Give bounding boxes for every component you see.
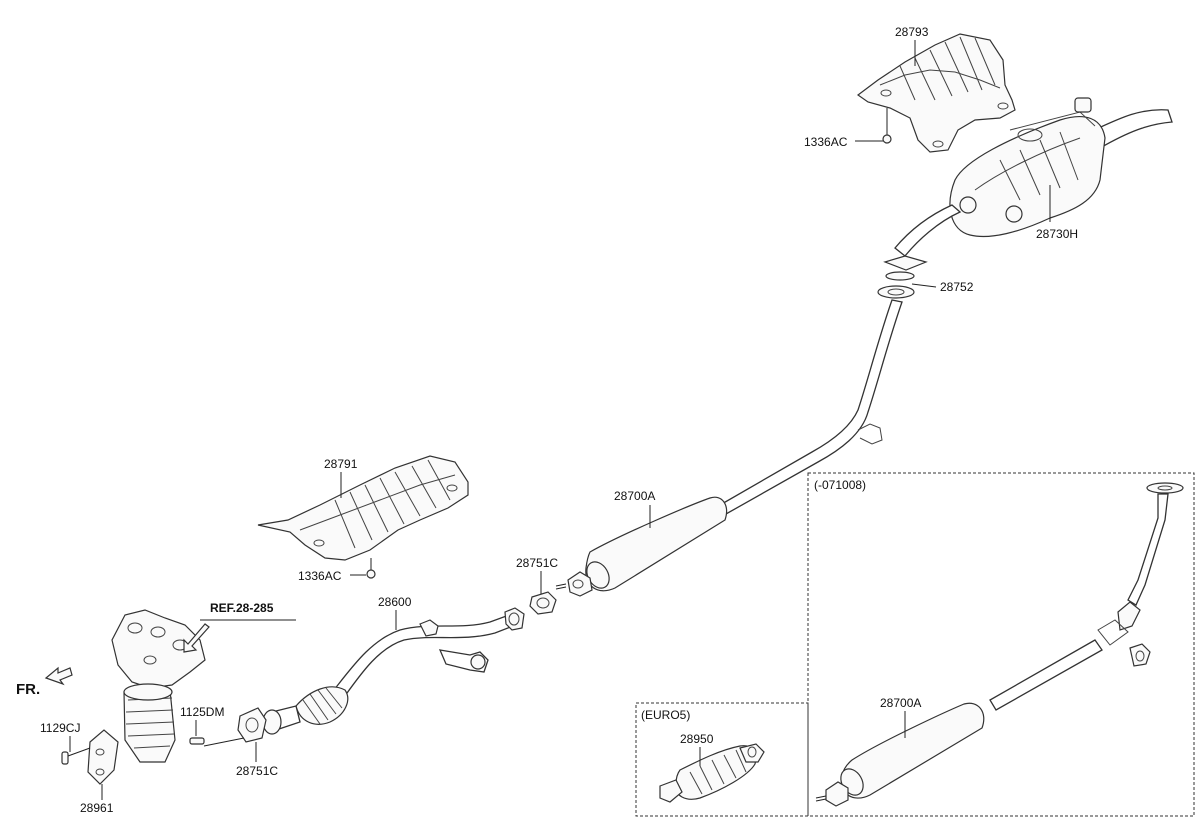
label-28752: 28752 [940,280,974,294]
heat-shield-28791 [257,455,469,561]
label-28791: 28791 [324,457,358,471]
label-28730h: 28730H [1036,227,1078,241]
gasket-28751c-top [529,591,557,615]
muffler-hanger-rear [1074,97,1092,113]
label-1129cj: 1129CJ [40,721,80,735]
front-pipe-28600 [262,607,525,735]
center-pipe-28700a [555,299,903,597]
bolt-1129cj [61,751,69,765]
rubber-hanger-1 [959,196,977,214]
label-28961: 28961 [80,801,114,815]
label-28793: 28793 [895,25,929,39]
exhaust-manifold-catalytic-converter [87,609,206,785]
label-ref-28-285[interactable]: REF.28-285 [210,601,274,615]
label-1336ac-top: 1336AC [804,135,848,149]
leader-1125dm-link [203,737,245,747]
leader-1129cj-link [67,747,91,757]
heat-shield-28793 [856,33,1016,153]
inset-euro5-catalytic-converter [659,743,765,803]
inset-071008-label-28700a: 28700A [880,696,921,710]
inset-071008-title: (-071008) [814,478,866,492]
inset-euro5-title: (EURO5) [641,708,690,722]
label-28751c-bottom: 28751C [236,764,278,778]
inset-euro5-label-28950: 28950 [680,732,714,746]
label-front-direction: FR. [16,681,40,698]
label-28600: 28600 [378,595,412,609]
rear-muffler-28730h [894,97,1173,257]
ref-arrow [183,623,210,653]
label-28751c-top: 28751C [516,556,558,570]
label-1336ac-mid: 1336AC [298,569,342,583]
rubber-hanger-2 [1005,205,1023,223]
label-28700a: 28700A [614,489,655,503]
nut-1336ac-top [882,134,892,144]
inset-071008-center-pipe [815,482,1184,807]
gasket-28752 [877,255,928,299]
bolt-1125dm [189,737,205,745]
front-arrow-icon [44,666,73,686]
gasket-28751c-bottom [237,707,267,743]
inset-euro5-frame [635,702,809,817]
inset-071008-frame [807,472,1195,817]
label-1125dm: 1125DM [180,705,224,719]
nut-1336ac-mid [366,569,376,579]
leader-28752 [911,283,937,288]
